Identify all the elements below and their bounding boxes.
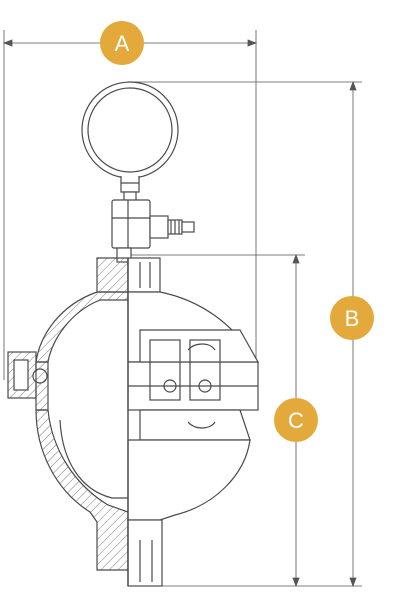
badge-a-circle [100,21,144,65]
clamp-block-1 [149,339,181,401]
badge-b-circle [330,296,374,340]
dimension-lines [2,30,362,588]
lower-shell-section [35,409,129,571]
gauge-neck [120,176,140,193]
charging-valve-body [149,215,169,239]
gauge-inner-ring [87,87,173,173]
charging-valve-cap [181,221,195,233]
dim-a-arrow-right [247,39,258,47]
mid-shell-section [35,361,49,411]
clamp-bolt-2 [198,379,212,393]
clamp-slot-1 [187,343,216,351]
pressure-gauge [81,81,195,263]
clamp-slot-2 [187,421,216,429]
upper-shell-section [35,291,129,363]
dim-b-arrow-top [349,80,357,91]
clamp-bolt-1 [163,379,177,393]
dim-c-arrow-top [292,253,300,264]
clamp-block-2 [189,339,221,401]
badge-a: A [100,21,144,65]
clamp-band-upper [139,329,260,363]
left-bolt [13,359,29,391]
dim-c-arrow-bottom [292,577,300,588]
lower-shell-exterior [127,439,251,521]
badge-c-circle [274,398,318,442]
badge-c-label: C [288,408,304,433]
bladder-curve [59,419,128,499]
top-port-right [127,257,161,293]
bottom-port-right [127,519,163,587]
tee-fitting [111,199,151,249]
badge-b: B [330,296,374,340]
clamp-band-lower [139,409,251,441]
badge-b-label: B [345,306,360,331]
accumulator-body [7,257,260,587]
badge-a-label: A [115,31,130,56]
top-port-section [96,257,129,293]
badge-c: C [274,398,318,442]
dim-a-arrow-left [2,39,13,47]
dim-b-arrow-bottom [349,577,357,588]
